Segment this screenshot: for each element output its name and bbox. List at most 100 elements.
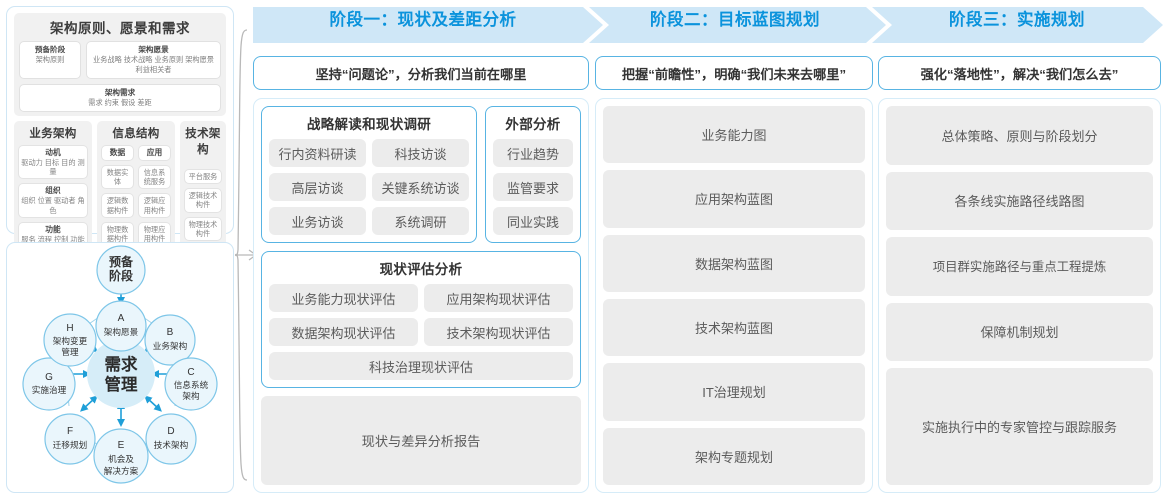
group-strategy-research: 战略解读和现状调研 行内资料研读 科技访谈 高层访谈 关键系统访谈 业务访谈 系… [261, 106, 477, 243]
tile-it-governance-plan[interactable]: IT治理规划 [603, 363, 865, 421]
tile-tech-interview[interactable]: 科技访谈 [372, 139, 469, 167]
phase3-subtitle[interactable]: 强化“落地性”，解决“我们怎么去” [878, 56, 1161, 90]
adm-center-line2: 管理 [105, 374, 139, 394]
tile-overall-strategy[interactable]: 总体策略、原则与阶段划分 [886, 106, 1153, 165]
tile-internal-doc-study[interactable]: 行内资料研读 [269, 139, 366, 167]
svg-text:F: F [67, 426, 73, 437]
svg-text:信息系统: 信息系统 [174, 379, 209, 390]
adm-node-g [22, 357, 76, 411]
phase2-subtitle[interactable]: 把握“前瞻性”，明确“我们未来去哪里” [595, 56, 873, 90]
tile-gap-analysis-report[interactable]: 现状与差异分析报告 [261, 396, 581, 485]
tile-key-system-interview[interactable]: 关键系统访谈 [372, 173, 469, 201]
adm-prelim-line1: 预备 [109, 254, 134, 269]
tile-tech-arch-blueprint[interactable]: 技术架构蓝图 [603, 298, 865, 357]
svg-text:机会及: 机会及 [108, 453, 134, 464]
svg-text:架构变更: 架构变更 [53, 335, 88, 346]
phase1-body: 战略解读和现状调研 行内资料研读 科技访谈 高层访谈 关键系统访谈 业务访谈 系… [253, 98, 589, 493]
phase3-body: 总体策略、原则与阶段划分 各条线实施路径线路图 项目群实施路径与重点工程提炼 保… [878, 98, 1161, 493]
phase2-column: 把握“前瞻性”，明确“我们未来去哪里” 业务能力图 应用架构蓝图 数据架构蓝图 … [595, 56, 873, 493]
adm-center-node [87, 340, 155, 408]
svg-text:E: E [118, 440, 125, 451]
togaf-framework-card: 架构原则、愿景和需求 预备阶段 架构原则 架构愿景 业务战略 技术战略 业务原则… [6, 6, 234, 302]
svg-text:架构愿景: 架构愿景 [104, 326, 139, 337]
prelim-phase-title: 预备阶段 [34, 45, 66, 54]
adm-node-a [95, 300, 147, 352]
organization-chip: 组织 组织 位置 驱动者 角色 [18, 183, 88, 219]
tile-tech-arch-assess[interactable]: 技术架构现状评估 [424, 318, 573, 346]
group-external-analysis: 外部分析 行业趋势 监管要求 同业实践 [485, 106, 581, 243]
data-subcolumn: 数据 数据实体 逻辑数据构件 物理数据构件 [101, 144, 134, 247]
tile-data-arch-blueprint[interactable]: 数据架构蓝图 [603, 234, 865, 292]
technology-architecture-head: 技术架构 [185, 127, 221, 156]
adm-prelim-line2: 阶段 [109, 268, 134, 283]
group-current-state-assessment: 现状评估分析 业务能力现状评估 应用架构现状评估 数据架构现状评估 技术架构现状… [261, 251, 581, 388]
phase2-header: 阶段二：目标蓝图规划 [650, 11, 820, 29]
business-architecture-column: 业务架构 动机 驱动力 目标 目的 测量 组织 组织 位置 驱动者 角色 功能 … [14, 120, 92, 252]
svg-text:架构: 架构 [182, 390, 200, 401]
prelim-phase-items: 架构原则 [35, 55, 65, 65]
svg-text:迁移规划: 迁移规划 [53, 439, 87, 450]
adm-cycle-card: 预备 阶段 需求 管理 A 架构愿景 B 业务架构 C 信息系统 架构 [6, 242, 234, 493]
application-subcolumn: 应用 信息系统服务 逻辑应用构件 物理应用构件 [138, 144, 171, 247]
technology-architecture-column: 技术架构 平台服务 逻辑技术构件 物理技术构件 [180, 120, 226, 252]
adm-cycle-diagram: 预备 阶段 需求 管理 A 架构愿景 B 业务架构 C 信息系统 架构 [22, 245, 218, 484]
architecture-requirements-items: 需求 约束 假设 差距 [88, 97, 152, 107]
svg-text:D: D [167, 426, 174, 437]
adm-node-c [164, 357, 218, 411]
tile-program-roadmap[interactable]: 项目群实施路径与重点工程提炼 [886, 237, 1153, 296]
phase1-banner-shape [253, 7, 603, 43]
phase1-subtitle[interactable]: 坚持“问题论”，分析我们当前在哪里 [253, 56, 589, 90]
phase-banner [253, 7, 1163, 43]
group-current-state-assessment-title: 现状评估分析 [379, 262, 463, 277]
tile-line-roadmap[interactable]: 各条线实施路径线路图 [886, 171, 1153, 230]
tile-data-arch-assess[interactable]: 数据架构现状评估 [269, 318, 418, 346]
phase3-header: 阶段三：实施规划 [949, 11, 1085, 29]
phase1-top-row: 战略解读和现状调研 行内资料研读 科技访谈 高层访谈 关键系统访谈 业务访谈 系… [261, 106, 581, 243]
tile-expert-control-service[interactable]: 实施执行中的专家管控与跟踪服务 [886, 368, 1153, 485]
svg-text:C: C [187, 367, 194, 378]
architecture-requirements-box: 架构需求 需求 约束 假设 差距 [19, 83, 221, 112]
tile-assurance-mechanism[interactable]: 保障机制规划 [886, 302, 1153, 361]
svg-text:B: B [167, 327, 174, 338]
adm-node-prelim [96, 245, 146, 295]
prelim-phase-box: 预备阶段 架构原则 [19, 41, 81, 79]
tile-business-capability-map[interactable]: 业务能力图 [603, 106, 865, 164]
brace-connector [234, 29, 256, 481]
tile-peer-practice[interactable]: 同业实践 [493, 207, 573, 235]
phase1-column: 坚持“问题论”，分析我们当前在哪里 战略解读和现状调研 行内资料研读 科技访谈 … [253, 56, 589, 493]
adm-node-b [144, 314, 196, 366]
group-external-analysis-title: 外部分析 [505, 117, 561, 132]
svg-text:解决方案: 解决方案 [104, 465, 139, 476]
togaf-title: 架构原则、愿景和需求 [50, 21, 190, 36]
information-structure-head: 信息结构 [112, 127, 160, 140]
adm-node-d [145, 413, 197, 465]
tile-exec-interview[interactable]: 高层访谈 [269, 173, 366, 201]
architecture-requirements-title: 架构需求 [104, 87, 136, 97]
architecture-principles-block: 架构原则、愿景和需求 预备阶段 架构原则 架构愿景 业务战略 技术战略 业务原则… [14, 13, 226, 116]
tile-application-arch-blueprint[interactable]: 应用架构蓝图 [603, 170, 865, 228]
adm-node-e [93, 428, 149, 484]
business-architecture-head: 业务架构 [29, 127, 77, 140]
information-structure-column: 信息结构 数据 数据实体 逻辑数据构件 物理数据构件 应用 信息系统服务 逻辑应… [97, 120, 175, 252]
tile-business-interview[interactable]: 业务访谈 [269, 207, 366, 235]
architecture-vision-title: 架构愿景 [138, 45, 169, 54]
tile-it-governance-assess[interactable]: 科技治理现状评估 [269, 352, 573, 380]
svg-text:管理: 管理 [61, 346, 79, 357]
tile-system-survey[interactable]: 系统调研 [372, 207, 469, 235]
architecture-vision-items: 业务战略 技术战略 业务原则 架构愿景 利益相关者 [93, 55, 214, 74]
phase3-banner-shape [872, 7, 1163, 43]
tile-regulatory-requirement[interactable]: 监管要求 [493, 173, 573, 201]
phase3-column: 强化“落地性”，解决“我们怎么去” 总体策略、原则与阶段划分 各条线实施路径线路… [878, 56, 1161, 493]
phase2-body: 业务能力图 应用架构蓝图 数据架构蓝图 技术架构蓝图 IT治理规划 架构专题规划 [595, 98, 873, 493]
svg-text:H: H [66, 323, 73, 334]
motivation-chip: 动机 驱动力 目标 目的 测量 [18, 144, 88, 180]
svg-text:A: A [118, 313, 125, 324]
tile-arch-topic-plan[interactable]: 架构专题规划 [603, 427, 865, 485]
group-strategy-research-title: 战略解读和现状调研 [306, 117, 432, 132]
architecture-vision-box: 架构愿景 业务战略 技术战略 业务原则 架构愿景 利益相关者 [86, 41, 221, 79]
tile-industry-trend[interactable]: 行业趋势 [493, 139, 573, 167]
tile-application-arch-assess[interactable]: 应用架构现状评估 [424, 284, 573, 312]
adm-center-line1: 需求 [105, 354, 139, 374]
tile-business-capability-assess[interactable]: 业务能力现状评估 [269, 284, 418, 312]
